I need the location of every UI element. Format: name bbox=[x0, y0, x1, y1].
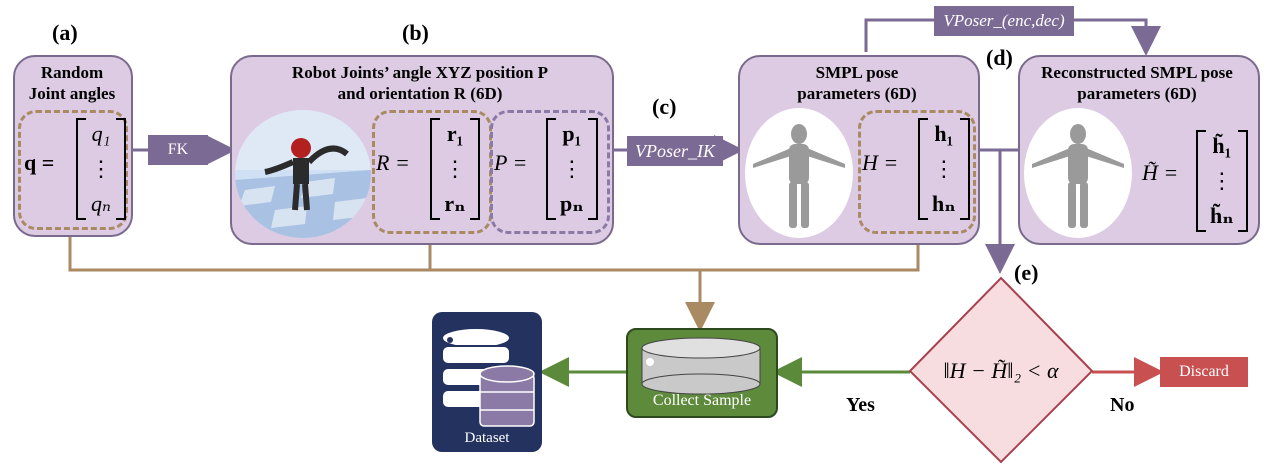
h-tilde-matrix-top: h̃₁ bbox=[1212, 133, 1232, 158]
vposer-encdec-tag: VPoser_(enc,dec) bbox=[934, 6, 1074, 36]
database-icon bbox=[441, 327, 535, 427]
box-b-p-dashed-frame bbox=[490, 110, 610, 234]
box-b-title: Robot Joints’ angle XYZ position P and o… bbox=[230, 62, 610, 104]
cylinder-icon bbox=[641, 337, 761, 395]
reconstructed-human-mesh-figure bbox=[1032, 124, 1124, 228]
box-c-title-line1: SMPL pose bbox=[815, 63, 899, 82]
dataset-box: Dataset bbox=[432, 312, 542, 452]
panel-label-c: (c) bbox=[652, 94, 677, 119]
panel-label-b: (b) bbox=[402, 20, 429, 45]
no-label: No bbox=[1110, 394, 1135, 416]
collect-sample-label: Collect Sample bbox=[652, 392, 752, 409]
box-a-title-line1: Random bbox=[40, 63, 104, 82]
p-variable: P = bbox=[494, 150, 528, 175]
discard-box: Discard bbox=[1160, 357, 1248, 387]
box-d-title-line1: Reconstructed SMPL pose bbox=[1041, 63, 1233, 82]
q-matrix-dots: ⋮ bbox=[90, 156, 112, 181]
h-matrix-dots: ⋮ bbox=[932, 156, 955, 181]
h-matrix: h₁ ⋮ hₙ bbox=[918, 118, 970, 220]
h-matrix-top: h₁ bbox=[934, 121, 954, 146]
p-matrix-top: p₁ bbox=[562, 121, 582, 146]
h-tilde-matrix-bottom: h̃ₙ bbox=[1210, 203, 1234, 228]
h-variable: H = bbox=[862, 150, 899, 175]
r-matrix-bottom: rₙ bbox=[444, 191, 466, 216]
dataset-label: Dataset bbox=[464, 430, 510, 446]
robot-illustration bbox=[235, 110, 371, 238]
panel-label-d: (d) bbox=[986, 45, 1013, 70]
box-b-title-line2: and orientation R (6D) bbox=[337, 84, 503, 103]
box-c-dashed-frame bbox=[858, 110, 976, 234]
q-matrix-top: q₁ bbox=[91, 121, 111, 146]
human-mesh-figure bbox=[753, 124, 845, 228]
panel-label-e: (e) bbox=[1014, 260, 1039, 285]
reconstructed-body-image bbox=[1024, 108, 1132, 238]
box-d-title: Reconstructed SMPL pose parameters (6D) bbox=[1018, 62, 1256, 104]
collect-sample-box: Collect Sample bbox=[626, 328, 778, 418]
h-tilde-matrix-dots: ⋮ bbox=[1210, 168, 1233, 193]
box-a-dashed-frame bbox=[18, 110, 128, 230]
decision-condition: ‖H − H̃‖₂ < α bbox=[943, 358, 1059, 383]
box-c-title: SMPL pose parameters (6D) bbox=[738, 62, 976, 104]
vposer-ik-tag: VPoser_IK bbox=[627, 136, 723, 166]
box-d-title-line2: parameters (6D) bbox=[1077, 84, 1197, 103]
r-matrix-dots: ⋮ bbox=[444, 156, 466, 181]
box-b-title-line1: Robot Joints’ angle XYZ position P bbox=[291, 63, 549, 82]
random-joint-angles-box bbox=[13, 55, 133, 237]
fk-tag: FK bbox=[148, 135, 208, 165]
box-c-title-line2: parameters (6D) bbox=[797, 84, 917, 103]
robot-image bbox=[235, 110, 371, 238]
decision-diamond bbox=[908, 276, 1094, 464]
h-matrix-bottom: hₙ bbox=[932, 191, 956, 216]
box-a-title-line2: Joint angles bbox=[28, 84, 116, 103]
smpl-body-image bbox=[745, 108, 853, 238]
r-matrix-top: r₁ bbox=[446, 121, 464, 146]
p-matrix-bottom: pₙ bbox=[560, 191, 584, 216]
p-matrix: p₁ ⋮ pₙ bbox=[546, 118, 598, 220]
h-tilde-matrix: h̃₁ ⋮ h̃ₙ bbox=[1196, 130, 1248, 232]
h-tilde-variable: H̃ = bbox=[1142, 160, 1179, 185]
p-matrix-dots: ⋮ bbox=[560, 156, 583, 181]
box-a-title: Random Joint angles bbox=[13, 62, 131, 104]
r-variable: R = bbox=[376, 150, 410, 175]
q-matrix-bottom: qₙ bbox=[91, 191, 111, 216]
yes-label: Yes bbox=[846, 394, 875, 416]
r-matrix: r₁ ⋮ rₙ bbox=[430, 118, 480, 220]
q-matrix: q₁ ⋮ qₙ bbox=[76, 118, 126, 220]
q-variable: q = bbox=[24, 150, 55, 175]
panel-label-a: (a) bbox=[52, 20, 78, 45]
